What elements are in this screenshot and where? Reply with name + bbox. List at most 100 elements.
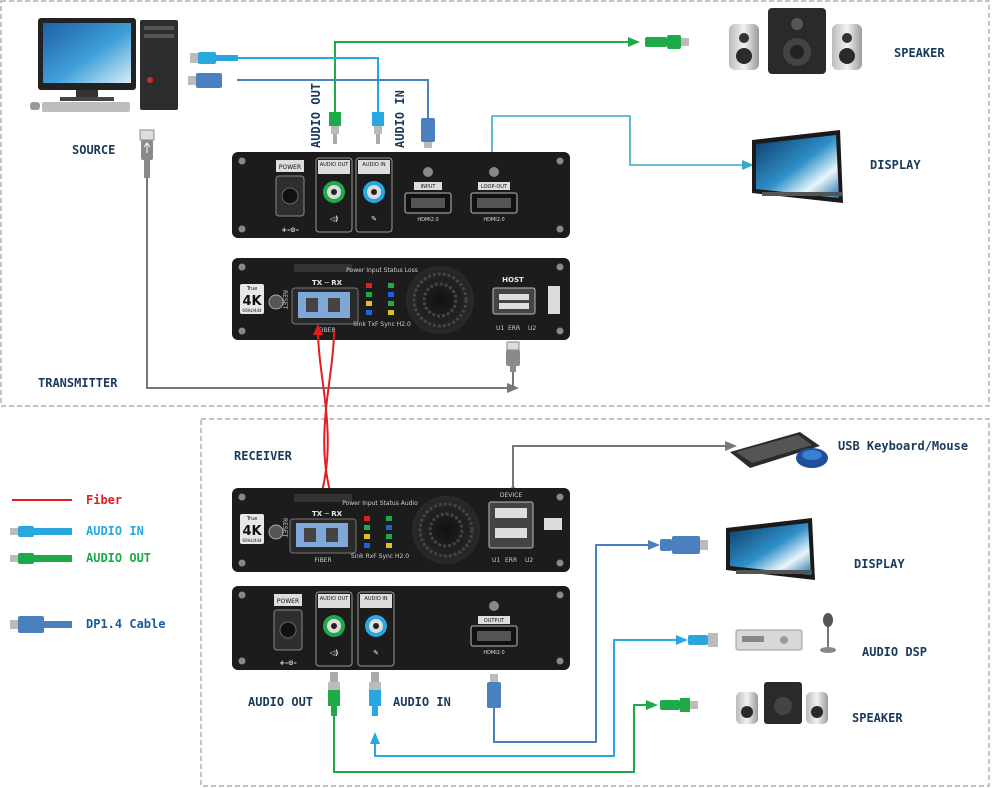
arrow-to-speaker-bottom [646,700,658,710]
u1-label-rx: U1 [492,557,500,564]
receiver-back-panel: True 4K 60Hz/444 RESET TX ─ RX FIBER Pow… [232,488,570,572]
usb-cable-receiver [512,445,728,492]
mic-symbol-rx: ✎ [373,649,379,657]
plus-minus-symbol-rx: +-⊙- [279,659,297,667]
dp-cable-receiver [493,544,650,743]
audio-in-plug-dsp [688,633,718,647]
u2-label-rx: U2 [525,557,533,564]
loop-out-hdmi-label: HDMI2.0 [483,217,504,223]
receiver-zone [200,418,990,787]
plus-minus-symbol: +-⊙- [281,226,299,234]
audio-out-port-label: AUDIO OUT [320,162,350,168]
arrow-to-keyboard [725,441,737,451]
speaker-set-bottom [736,682,828,724]
host-label: HOST [502,276,524,284]
usb-plug-host [506,341,520,372]
legend-audio-out-plug [10,553,72,564]
audio-out-cable-top [334,41,630,112]
audio-in-cable-top [237,57,379,112]
reset-label-rx: RESET [281,518,288,538]
legend: Fiber AUDIO IN AUDIO OUT DP1.4 Cable [10,493,165,633]
arrow-to-dsp [676,635,688,645]
txrx-label: TX ─ RX [312,279,343,287]
audio-dsp [735,613,836,653]
device-label: DEVICE [500,492,522,499]
audio-in-plug-top [372,112,384,144]
output-hdmi-label: HDMI2.0 [483,650,504,656]
audio-out-plug-speaker-bottom [660,698,698,712]
usb-plug-source [139,129,155,178]
audio-out-port-label-rx: AUDIO OUT [320,596,350,602]
power-label: POWER [279,164,301,171]
audio-in-plug-pc [190,52,238,64]
transmitter-front-panel: POWER +-⊙- AUDIO OUT ◁) AUDIO IN ✎ INPUT… [232,152,570,238]
audio-out-plug-speaker [645,35,689,49]
audio-in-label-top: AUDIO IN [393,90,407,148]
fiber-cable-b [323,329,335,506]
source-pc [30,18,178,112]
receiver-front-panel: POWER +-⊙- AUDIO OUT ◁) AUDIO IN ✎ OUTPU… [232,586,570,670]
receiver-label: RECEIVER [234,449,293,463]
audio-in-label-bottom: AUDIO IN [393,695,451,709]
audio-dsp-label: AUDIO DSP [862,645,927,659]
audio-in-plug-receiver [369,672,381,716]
audio-out-label-top: AUDIO OUT [309,83,323,148]
u1-label: U1 [496,325,504,332]
display-label-top: DISPLAY [870,158,921,172]
4k-badge-rx: 4K [242,524,262,539]
keyboard-mouse [730,432,828,468]
legend-fiber-label: Fiber [86,493,122,507]
arrow-to-display-bottom [648,540,660,550]
dp-plug-top [421,118,435,148]
legend-audio-out-label: AUDIO OUT [86,551,151,565]
fiber-port-label-tx: FIBER [318,327,335,334]
speaker-set-top [729,8,862,74]
transmitter-back-panel: True 4K 60Hz/444 RESET TX ─ RX FIBER Pow… [232,258,570,340]
true-label-rx: True [246,516,258,522]
source-label: SOURCE [72,143,115,157]
fiber-port-label-rx: FIBER [314,557,331,564]
display-top [752,130,843,203]
txrx-label-rx: TX ─ RX [312,510,343,518]
audio-in-port-label-rx: AUDIO IN [364,596,387,602]
speaker-symbol-rx: ◁) [330,649,339,657]
usb-keyboard-mouse-label: USB Keyboard/Mouse [838,439,968,453]
err-label-rx: ERR [505,557,517,564]
fiber-arrow-a [313,324,323,335]
speaker-symbol: ◁) [330,215,339,223]
loop-out-cable [491,115,745,166]
err-label: ERR [508,325,520,332]
input-port-label: INPUT [421,184,437,190]
hz-label-rx: 60Hz/444 [242,538,262,543]
audio-in-port-label: AUDIO IN [362,162,385,168]
audio-out-cable-receiver [333,704,648,773]
true-label: True [246,286,258,292]
hz-label: 60Hz/444 [242,308,262,313]
legend-dp-plug [10,616,72,633]
usb-cable-top [146,178,510,389]
u2-label: U2 [528,325,536,332]
legend-dp-label: DP1.4 Cable [86,617,165,631]
speaker-label-bottom: SPEAKER [852,711,903,725]
dp-plug-receiver [487,674,501,708]
audio-out-plug-receiver [328,672,340,716]
arrow-to-display-top [742,160,754,170]
dp-plug-pc [188,73,222,88]
audio-out-plug-top [329,112,341,144]
led-header-rx: Power Input Status Audio [342,500,418,507]
led-footer-rx: Sink RxF Sync H2.0 [351,553,409,560]
led-header-tx: Power Input Status Loss [346,267,418,274]
speaker-label-top: SPEAKER [894,46,945,60]
audio-in-cable-receiver [374,639,678,757]
arrow-audio-in-up [370,732,380,744]
arrow-to-speaker [628,37,640,47]
4k-badge: 4K [242,294,262,309]
reset-label: RESET [281,290,288,310]
legend-audio-in-plug [10,526,72,537]
dp-plug-display [660,536,708,554]
display-bottom [726,518,815,580]
led-footer-tx: Sink TxF Sync H2.0 [353,321,411,328]
output-port-label: OUTPUT [484,618,505,624]
legend-audio-in-label: AUDIO IN [86,524,144,538]
